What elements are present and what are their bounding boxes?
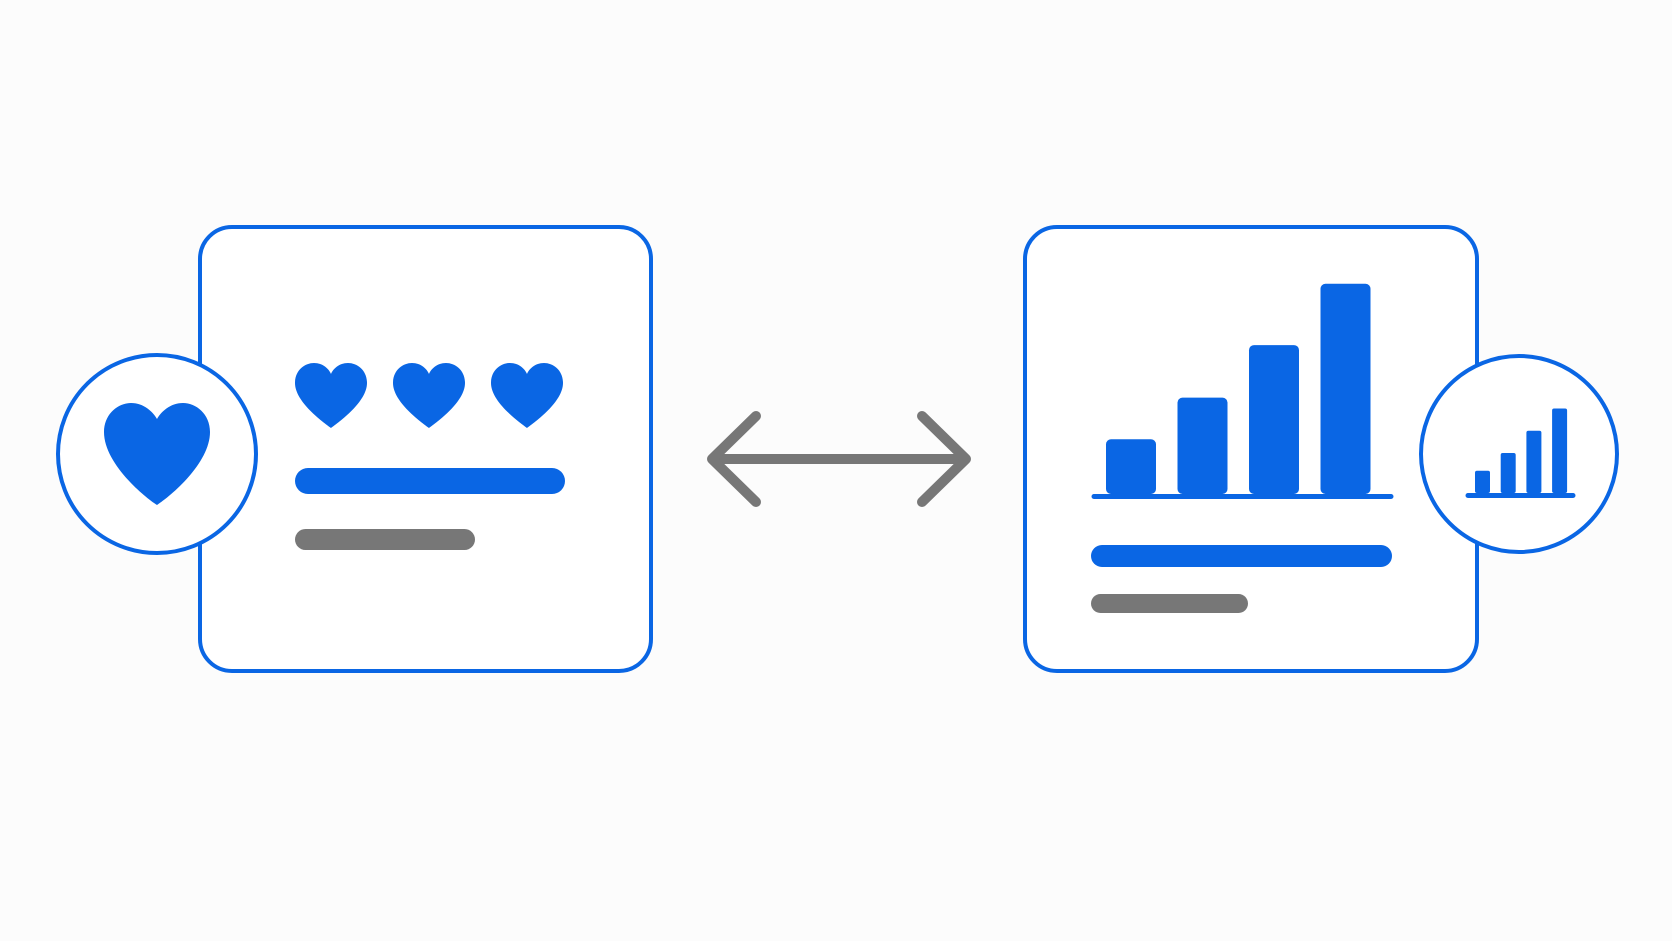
heart-icon bbox=[295, 363, 367, 428]
bar-chart-icon bbox=[1465, 408, 1576, 498]
chart-bar bbox=[1177, 397, 1228, 494]
arrow-head-left bbox=[707, 411, 761, 507]
right-card-bar-chart bbox=[1091, 283, 1394, 499]
left-card-frame bbox=[198, 225, 653, 673]
left-badge bbox=[56, 353, 258, 555]
chart-bar bbox=[1320, 283, 1371, 494]
left-card bbox=[198, 225, 653, 673]
right-card bbox=[1023, 225, 1479, 673]
mini-chart-bar bbox=[1526, 430, 1542, 493]
mini-chart-bar bbox=[1475, 470, 1490, 493]
chart-bar bbox=[1249, 345, 1299, 494]
left-card-heart-row bbox=[295, 363, 563, 428]
mini-chart-bar bbox=[1500, 452, 1516, 493]
heart-icon bbox=[393, 363, 465, 428]
right-card-line-primary bbox=[1091, 545, 1392, 567]
mini-chart-bar bbox=[1552, 408, 1568, 493]
left-card-line-primary bbox=[295, 468, 565, 494]
right-card-line-secondary bbox=[1091, 594, 1248, 613]
double-headed-arrow-icon bbox=[707, 411, 971, 507]
chart-bar bbox=[1106, 439, 1156, 494]
right-badge-circle bbox=[1419, 354, 1619, 554]
heart-icon bbox=[104, 403, 210, 505]
right-badge bbox=[1419, 354, 1619, 554]
heart-icon bbox=[491, 363, 563, 428]
left-card-line-secondary bbox=[295, 529, 475, 550]
arrow-head-right bbox=[917, 411, 971, 507]
